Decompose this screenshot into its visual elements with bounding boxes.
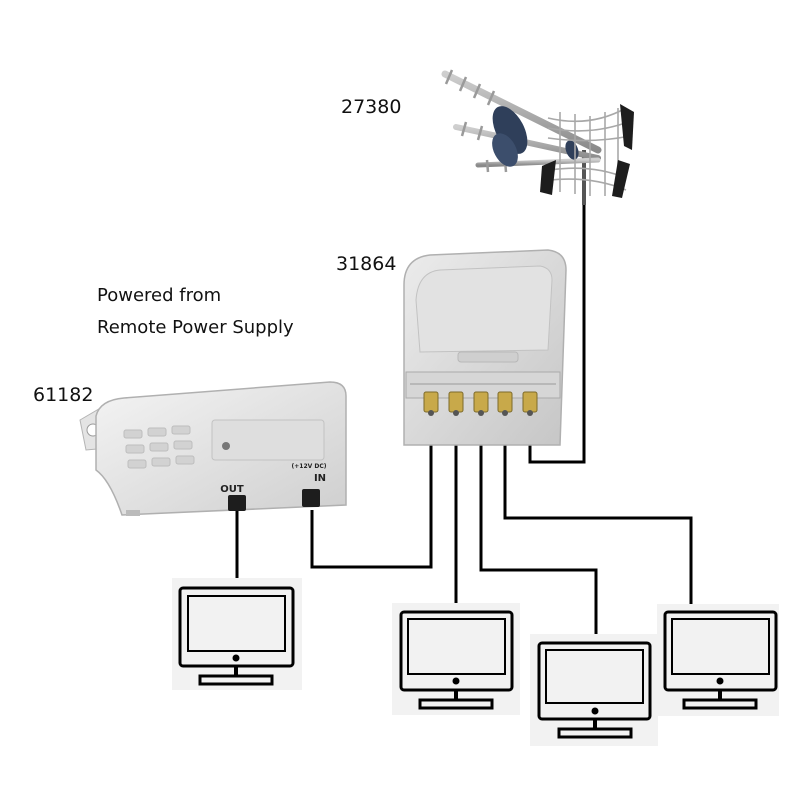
power-note-line-1: Powered from xyxy=(97,285,222,306)
antenna-code-label: 27380 xyxy=(341,96,402,118)
in-port-connector xyxy=(302,489,320,507)
power-supply-icon: OUT (+12V DC) IN xyxy=(79,381,347,516)
out-port-connector xyxy=(228,495,246,511)
cable-splitter-to-psu-in xyxy=(310,420,433,569)
cable-splitter-to-monitor-3 xyxy=(479,420,598,640)
power-note-line-2: Remote Power Supply xyxy=(97,317,294,338)
power-note: Powered from Remote Power Supply xyxy=(97,280,294,344)
monitor-1 xyxy=(172,578,302,690)
monitor-2 xyxy=(392,603,520,715)
splitter-icon xyxy=(403,249,567,446)
in-port-voltage-label: (+12V DC) xyxy=(292,463,327,470)
out-port-label: OUT xyxy=(220,484,244,495)
monitor-4 xyxy=(657,604,779,716)
cable-splitter-to-monitor-4 xyxy=(503,420,693,610)
splitter-code-label: 31864 xyxy=(336,253,397,275)
in-port-label: IN xyxy=(314,473,326,484)
antenna-icon xyxy=(441,69,634,205)
power-supply-code-label: 61182 xyxy=(33,384,94,406)
monitor-3 xyxy=(530,634,658,746)
